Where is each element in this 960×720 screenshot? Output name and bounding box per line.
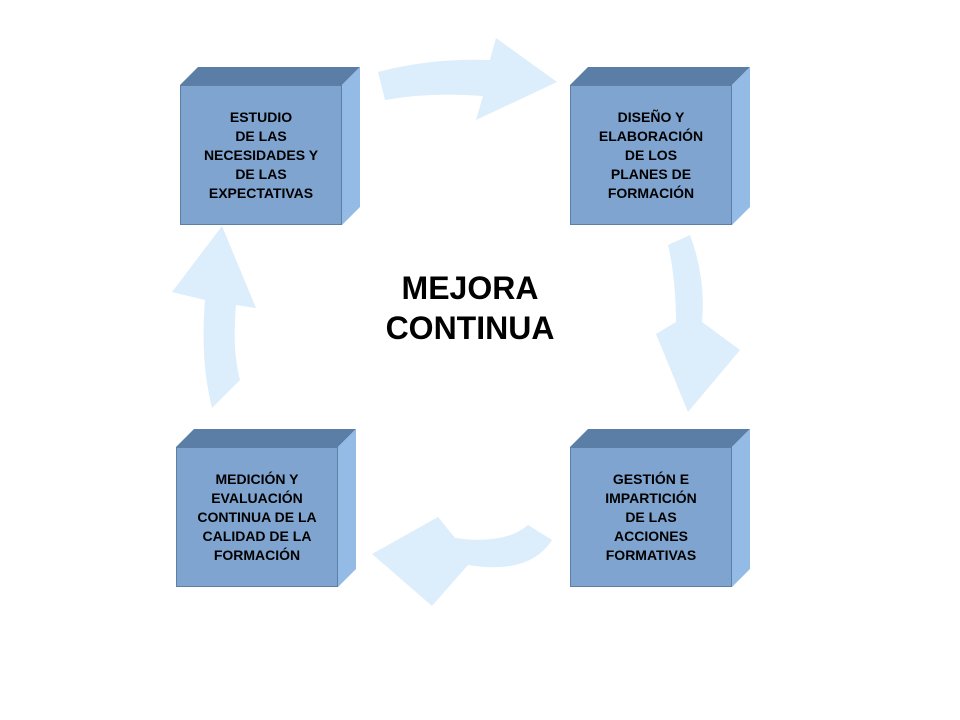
box-top-face bbox=[176, 429, 356, 447]
stage-label-medicion: MEDICIÓN Y EVALUACIÓN CONTINUA DE LA CAL… bbox=[197, 470, 317, 563]
box-top-face bbox=[570, 429, 750, 447]
box-front-face: MEDICIÓN Y EVALUACIÓN CONTINUA DE LA CAL… bbox=[176, 447, 338, 587]
stage-box-medicion: MEDICIÓN Y EVALUACIÓN CONTINUA DE LA CAL… bbox=[176, 429, 356, 587]
box-side-face bbox=[338, 429, 356, 587]
box-side-face bbox=[342, 67, 360, 225]
box-front-face: ESTUDIO DE LAS NECESIDADES Y DE LAS EXPE… bbox=[180, 85, 342, 225]
stage-box-gestion: GESTIÓN E IMPARTICIÓN DE LAS ACCIONES FO… bbox=[570, 429, 750, 587]
box-top-face bbox=[180, 67, 360, 85]
arrow-bottom bbox=[372, 517, 552, 606]
arrow-right bbox=[656, 235, 740, 412]
stage-label-diseno: DISEÑO Y ELABORACIÓN DE LOS PLANES DE FO… bbox=[598, 108, 704, 201]
stage-box-estudio: ESTUDIO DE LAS NECESIDADES Y DE LAS EXPE… bbox=[180, 67, 360, 225]
stage-box-diseno: DISEÑO Y ELABORACIÓN DE LOS PLANES DE FO… bbox=[570, 67, 750, 225]
stage-label-gestion: GESTIÓN E IMPARTICIÓN DE LAS ACCIONES FO… bbox=[605, 470, 697, 563]
arrow-left bbox=[172, 226, 256, 408]
center-title: MEJORA CONTINUA bbox=[385, 270, 555, 346]
box-front-face: GESTIÓN E IMPARTICIÓN DE LAS ACCIONES FO… bbox=[570, 447, 732, 587]
box-top-face bbox=[570, 67, 750, 85]
box-side-face bbox=[732, 67, 750, 225]
box-side-face bbox=[732, 429, 750, 587]
arrow-top bbox=[378, 38, 557, 120]
box-front-face: DISEÑO Y ELABORACIÓN DE LOS PLANES DE FO… bbox=[570, 85, 732, 225]
stage-label-estudio: ESTUDIO DE LAS NECESIDADES Y DE LAS EXPE… bbox=[203, 108, 319, 201]
